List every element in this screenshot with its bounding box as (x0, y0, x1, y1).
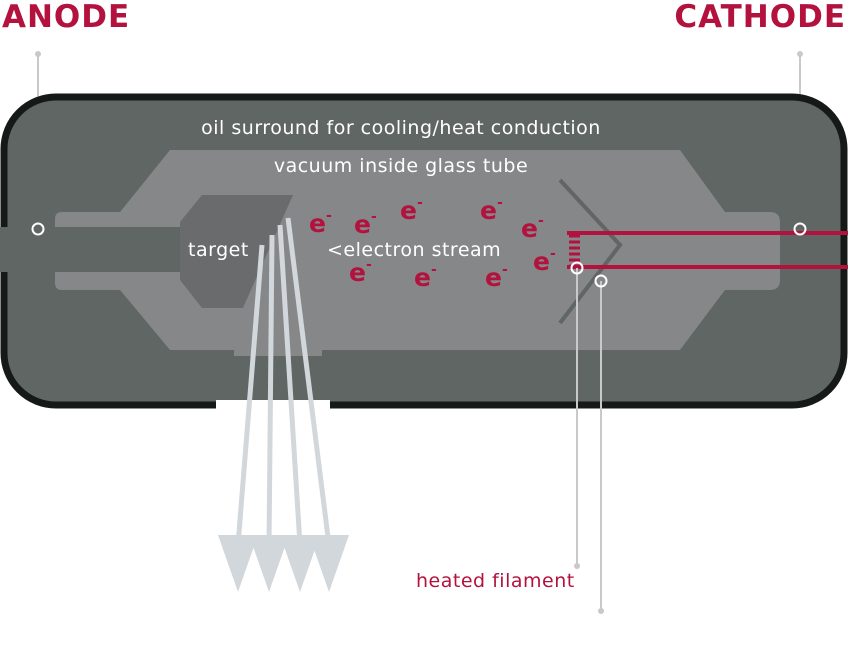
vacuum-label: vacuum inside glass tube (274, 155, 528, 177)
electron: e - (414, 262, 437, 292)
svg-text:-: - (417, 195, 423, 211)
x-ray-beams (218, 217, 349, 592)
svg-text:e: e (400, 196, 417, 225)
electron: e - (349, 257, 372, 287)
svg-text:-: - (502, 262, 508, 278)
glass-window (234, 346, 322, 356)
oil-label: oil surround for cooling/heat conduction (201, 117, 601, 139)
housing-window (216, 400, 330, 410)
cathode-callout-dot (793, 222, 807, 236)
svg-text:e: e (309, 209, 326, 238)
electron: e - (309, 208, 332, 238)
svg-text:e: e (485, 263, 502, 292)
anode-callout-dot (31, 222, 45, 236)
electron-stream-label: <electron stream (327, 239, 501, 261)
electron: e - (354, 209, 377, 239)
svg-text:-: - (497, 195, 503, 211)
focusing-cup (558, 178, 623, 325)
electron: e - (480, 195, 503, 225)
electron: e - (400, 195, 423, 225)
target-label: target (188, 239, 249, 261)
target (180, 195, 293, 308)
svg-text:-: - (326, 208, 332, 224)
cathode-title: CATHODE (674, 0, 846, 35)
svg-text:-: - (366, 257, 372, 273)
heated-filament-label: heated filament (416, 570, 575, 592)
svg-text:-: - (538, 213, 544, 229)
filament-callout (570, 261, 584, 569)
svg-text:e: e (414, 263, 431, 292)
svg-text:e: e (349, 258, 366, 287)
electrons: e - e - e - e - e - e - e - e - (309, 195, 556, 292)
electron: e - (533, 246, 556, 276)
svg-text:e: e (354, 210, 371, 239)
svg-text:e: e (480, 196, 497, 225)
svg-text:-: - (431, 262, 437, 278)
electron: e - (485, 262, 508, 292)
anode-title: ANODE (2, 0, 130, 35)
svg-text:-: - (550, 246, 556, 262)
svg-text:e: e (533, 247, 550, 276)
electron: e - (521, 213, 544, 243)
svg-text:-: - (371, 209, 377, 225)
svg-text:e: e (521, 214, 538, 243)
filament-callout-secondary (594, 274, 608, 614)
